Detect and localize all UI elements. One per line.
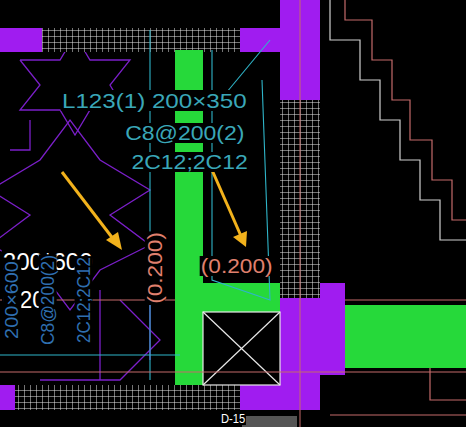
stirrup-spec: C8@200(2): [39, 254, 57, 346]
stirrup-spec: C8@200(2): [124, 123, 246, 143]
elevation-note: (0.200): [145, 231, 165, 305]
rebar-spec: 2C12;2C12: [131, 152, 250, 172]
elevation-note: (0.200): [200, 256, 274, 276]
beam-label: L123(1) 200×350: [61, 90, 248, 111]
axis-label: D-15: [220, 412, 246, 425]
beam-size: 200×600: [3, 260, 21, 340]
rebar-spec: 2C12;2C12: [75, 256, 93, 344]
